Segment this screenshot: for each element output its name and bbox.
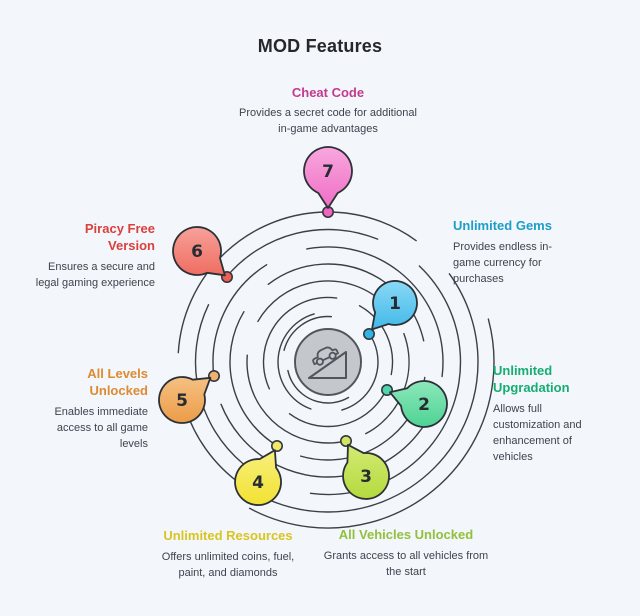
spiral-dot-5 [208,369,221,382]
feature-description: Offers unlimited coins, fuel, paint, and… [161,551,295,580]
feature-bubble-4[interactable] [234,449,282,506]
bubble-number: 4 [252,473,264,493]
feature-bubble-2[interactable] [389,380,448,428]
feature-bubble-3[interactable] [342,443,390,500]
feature-description: Enables immediate access to all game lev… [54,406,148,451]
feature-text-all-levels-unlocked: All Levels Unlocked Enables immediate ac… [28,365,148,453]
feature-text-all-vehicles-unlocked: All Vehicles Unlocked Grants access to a… [306,526,506,581]
feature-text-unlimited-upgradation: Unlimited Upgradation Allows full custom… [493,362,597,466]
bubble-number: 1 [389,294,401,314]
feature-description: Provides a secret code for additional in… [239,107,417,136]
feature-heading: Unlimited Upgradation [493,363,570,396]
feature-bubble-1[interactable] [371,280,418,331]
bubble-number: 2 [418,395,430,415]
spiral-ring [286,320,370,404]
feature-description: Allows full customization and enhancemen… [493,403,582,464]
feature-heading: Unlimited Resources [163,528,293,543]
bubble-number: 5 [176,391,188,411]
page-title: MOD Features [257,36,383,56]
feature-heading: Unlimited Gems [453,218,552,233]
spiral-dot-1 [362,327,375,340]
feature-description: Grants access to all vehicles from the s… [323,550,489,579]
feature-text-piracy-free-version: Piracy Free Version Ensures a secure and… [25,220,155,292]
feature-bubble-5[interactable] [158,376,212,424]
bubble-number: 6 [191,242,203,262]
feature-text-unlimited-gems: Unlimited Gems Provides endless in-game … [453,217,565,288]
feature-heading: Cheat Code [291,85,365,100]
feature-heading: All Vehicles Unlocked [338,527,474,542]
feature-bubble-7[interactable] [303,146,353,209]
spiral-ring [281,315,375,409]
feature-heading: Piracy Free Version [84,221,155,254]
feature-text-cheat-code: Cheat Code Provides a secret code for ad… [228,84,428,138]
feature-heading: All Levels Unlocked [87,366,148,399]
spiral-ring [161,195,495,529]
spiral-dot-4 [270,439,283,452]
bubble-number: 7 [322,162,334,182]
feature-text-unlimited-resources: Unlimited Resources Offers unlimited coi… [128,527,328,582]
feature-bubble-6[interactable] [172,226,226,277]
bubble-number: 3 [360,467,372,487]
feature-description: Ensures a secure and legal gaming experi… [35,261,155,290]
feature-description: Provides endless in-game currency for pu… [453,241,553,286]
spiral-dot-3 [339,434,352,447]
car-on-ramp-icon [294,328,362,396]
